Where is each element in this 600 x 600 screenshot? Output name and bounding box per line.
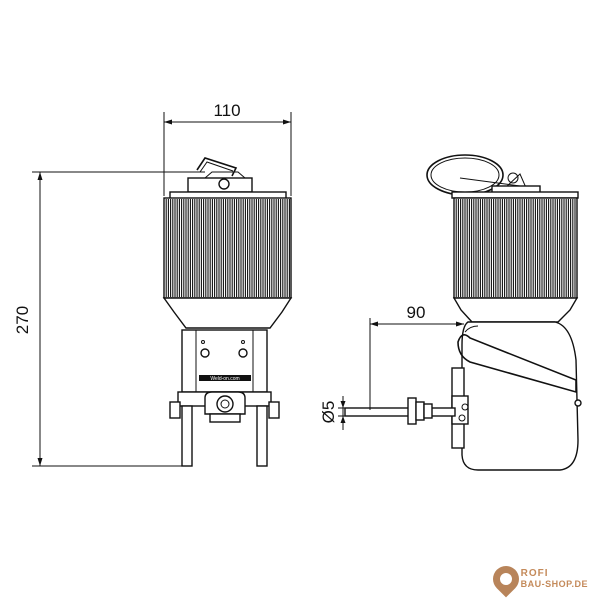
dim-width: 110 xyxy=(163,101,292,196)
dim-height: 270 xyxy=(13,171,205,467)
label-plate: Weld-on.com xyxy=(210,376,239,382)
logo-line2: BAU-SHOP.DE xyxy=(520,579,588,589)
side-view xyxy=(344,154,582,471)
side-cooling-fins xyxy=(453,197,578,299)
front-view: Weld-on.com xyxy=(162,157,293,467)
side-pipe xyxy=(344,397,456,425)
dim-height-label: 270 xyxy=(13,306,32,334)
location-pin-icon xyxy=(487,560,525,598)
dim-depth: 90 xyxy=(369,303,464,410)
front-funnel xyxy=(162,297,293,329)
front-handle xyxy=(169,157,287,201)
dim-diameter-label: Ø5 xyxy=(319,401,338,424)
shop-logo: ROFI BAU-SHOP.DE xyxy=(487,560,588,598)
side-handle xyxy=(426,154,579,199)
side-housing xyxy=(451,321,582,471)
dim-width-label: 110 xyxy=(213,101,240,120)
front-cooling-fins xyxy=(163,197,292,299)
dim-diameter: Ø5 xyxy=(319,396,356,430)
side-funnel xyxy=(452,297,579,323)
dim-depth-label: 90 xyxy=(407,303,426,322)
logo-line1: ROFI xyxy=(520,568,549,579)
front-mount-block: Weld-on.com xyxy=(181,329,268,393)
front-clamp xyxy=(169,391,280,467)
